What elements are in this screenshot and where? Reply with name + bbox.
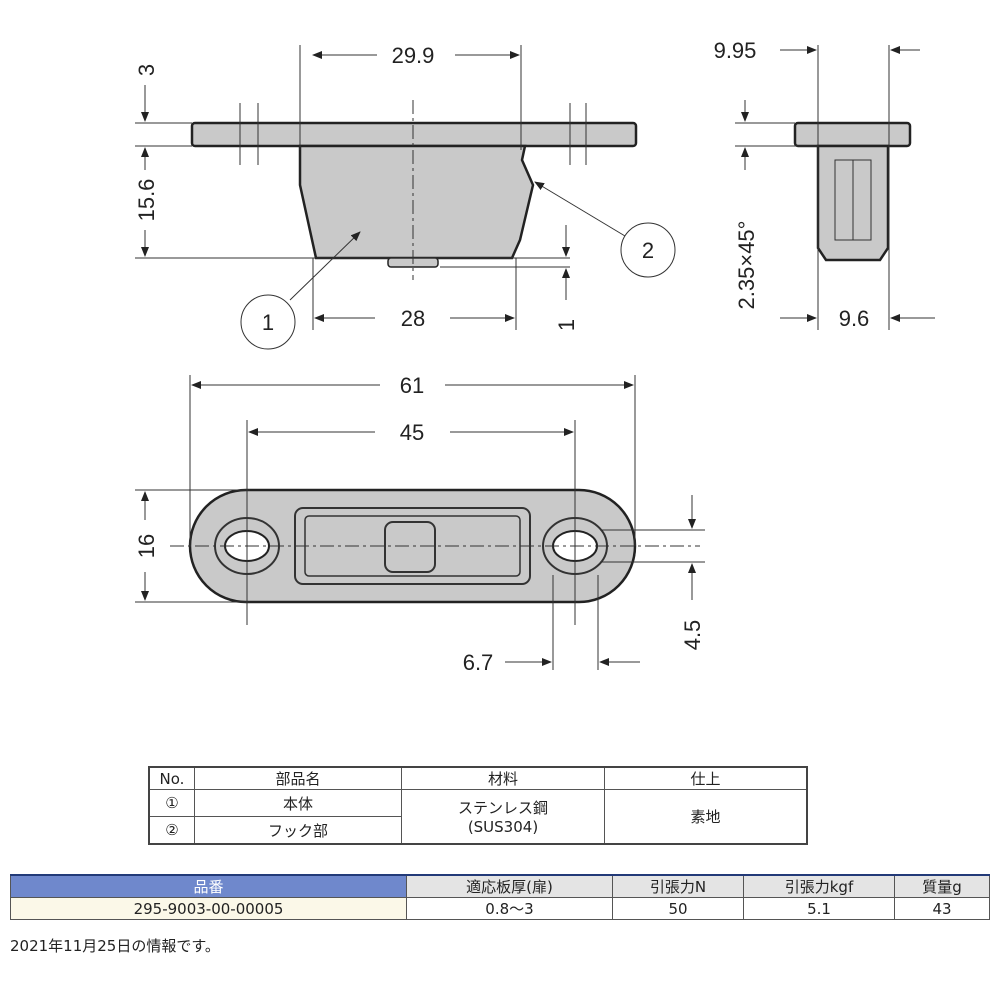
- dim-chamfer: 2.35×45°: [734, 221, 759, 310]
- dim-side-top-width: 9.95: [714, 38, 757, 63]
- tension-n-value: 50: [612, 897, 744, 920]
- dim-front-top-width: 29.9: [392, 43, 435, 68]
- dim-flange-thickness: 3: [134, 64, 159, 76]
- dim-hole-width: 4.5: [680, 620, 705, 651]
- header-no: No.: [148, 766, 195, 790]
- thickness-value: 0.8～3: [406, 897, 613, 920]
- part-no: ①: [148, 789, 195, 817]
- callout-1: 1: [262, 310, 274, 335]
- dim-width: 16: [134, 534, 159, 558]
- table-row: ① 本体 ステンレス鋼(SUS304) 素地: [148, 789, 808, 845]
- material-name: ステンレス鋼: [457, 799, 548, 817]
- header-material: 材料: [401, 766, 605, 790]
- tension-kgf-value: 5.1: [743, 897, 895, 920]
- header-mass: 質量g: [894, 874, 990, 898]
- material-cell: ステンレス鋼(SUS304): [401, 789, 605, 845]
- header-finish: 仕上: [604, 766, 808, 790]
- table-header-row: No. 部品名 材料 仕上: [148, 766, 808, 790]
- front-view: 29.9 28 3 15.6 1 1 2: [134, 43, 676, 350]
- dim-overall-length: 61: [400, 373, 424, 398]
- header-part-name: 部品名: [194, 766, 402, 790]
- dim-front-bottom-width: 28: [401, 306, 425, 331]
- technical-drawing: 29.9 28 3 15.6 1 1 2 9.95 9.6 2.35×45° 6…: [134, 38, 935, 675]
- part-number: 295-9003-00-00005: [10, 897, 407, 920]
- side-view: 9.95 9.6 2.35×45°: [714, 38, 935, 331]
- dim-side-bottom-width: 9.6: [839, 306, 870, 331]
- table-header-row: 品番 適応板厚(扉) 引張力N 引張力kgf 質量g: [10, 874, 990, 898]
- header-thickness: 適応板厚(扉): [406, 874, 613, 898]
- header-part-number: 品番: [10, 874, 407, 898]
- dim-protrusion: 1: [554, 319, 579, 331]
- dim-hole-pitch: 45: [400, 420, 424, 445]
- plan-view: 61 45 16 4.5 6.7: [134, 373, 705, 675]
- part-name: フック部: [194, 816, 402, 845]
- mass-value: 43: [894, 897, 990, 920]
- dim-hole-length: 6.7: [463, 650, 494, 675]
- part-name: 本体: [194, 789, 402, 817]
- material-grade: (SUS304): [467, 818, 539, 836]
- finish-cell: 素地: [604, 789, 808, 845]
- parts-table: No. 部品名 材料 仕上 ① 本体 ステンレス鋼(SUS304) 素地 ② フ…: [148, 766, 808, 845]
- table-row: 295-9003-00-00005 0.8～3 50 5.1 43: [10, 897, 990, 920]
- dim-body-height: 15.6: [134, 179, 159, 222]
- info-date-note: 2021年11月25日の情報です。: [10, 937, 220, 955]
- part-no: ②: [148, 816, 195, 845]
- table-row: ② フック部: [148, 816, 807, 845]
- spec-table: 品番 適応板厚(扉) 引張力N 引張力kgf 質量g 295-9003-00-0…: [10, 874, 990, 920]
- header-tension-n: 引張力N: [612, 874, 744, 898]
- header-tension-kgf: 引張力kgf: [743, 874, 895, 898]
- callout-2: 2: [642, 238, 654, 263]
